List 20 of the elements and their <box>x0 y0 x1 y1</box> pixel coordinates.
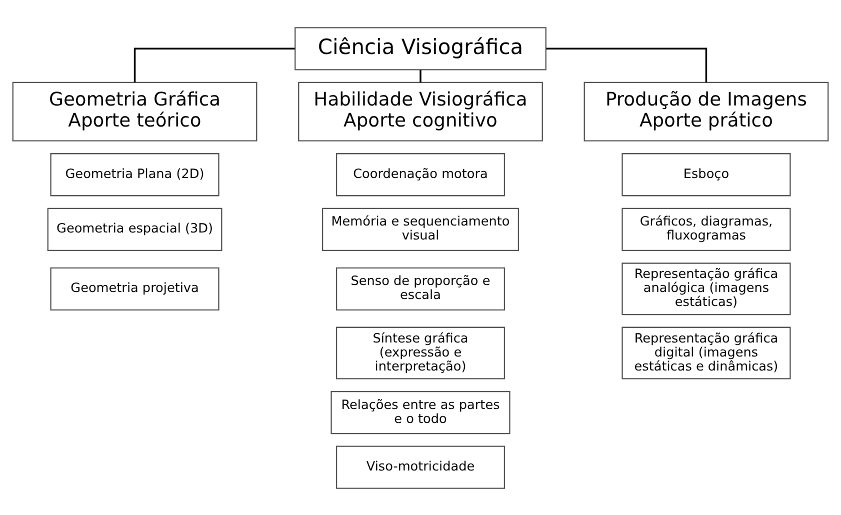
node-box: Geometria projetiva <box>50 266 220 310</box>
node-box: Representação gráfica digital (imagens estáticas e dinâmicas) <box>622 326 791 379</box>
node-box: Senso de proporção e escala <box>336 266 506 310</box>
node-box: Habilidade Visiográfica Aporte cognitivo <box>298 81 543 141</box>
node-box: Viso-motricidade <box>336 445 506 488</box>
node-box: Coordenação motora <box>336 152 506 196</box>
node-box: Memória e sequenciamento visual <box>322 207 520 250</box>
node-box: Geometria espacial (3D) <box>47 207 222 250</box>
node-box: Gráficos, diagramas, fluxogramas <box>622 207 791 250</box>
node-box: Representação gráfica analógica (imagens estáticas) <box>622 262 791 315</box>
node-box: Esboço <box>622 152 791 196</box>
node-box: Produção de Imagens Aporte prático <box>584 81 829 141</box>
connector <box>546 47 708 82</box>
connector <box>420 69 422 82</box>
node-box: Relações entre as partes e o todo <box>330 390 510 434</box>
connector <box>134 47 295 82</box>
node-box: Ciência Visiográfica <box>294 26 546 70</box>
node-box: Síntese gráfica (expressão e interpretação) <box>336 326 506 379</box>
node-box: Geometria Gráfica Aporte teórico <box>12 81 258 141</box>
node-box: Geometria Plana (2D) <box>50 152 220 196</box>
